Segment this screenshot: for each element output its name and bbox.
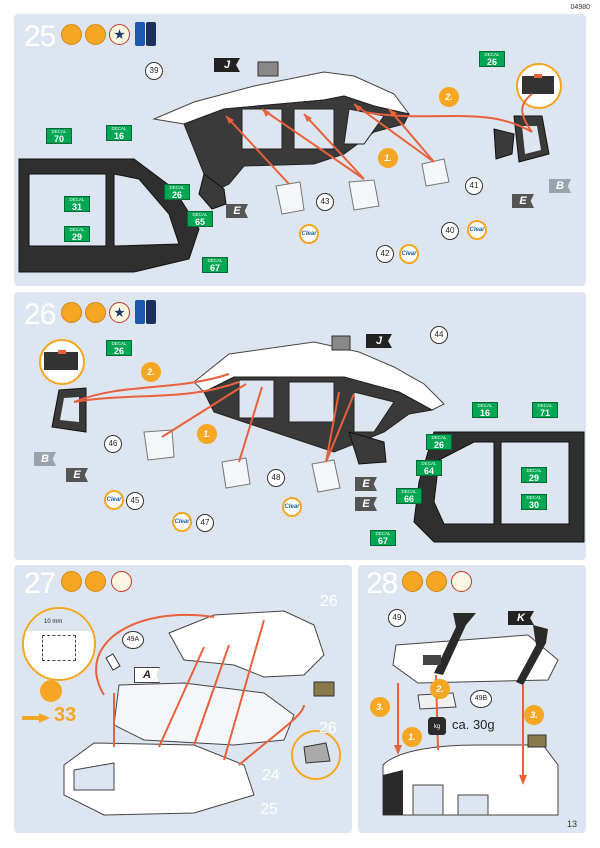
- step-28-drawing: [382, 613, 559, 816]
- callout-47: 47: [196, 514, 214, 532]
- dimension-label: 10 mm: [44, 619, 63, 625]
- paint-bottle-icon: [146, 22, 156, 46]
- paint-bottle-icon: [135, 22, 145, 46]
- callout-49a: 49A: [122, 631, 144, 649]
- callout-46: 46: [104, 435, 122, 453]
- step-25-panel: 25: [14, 14, 586, 286]
- substep-3: 3.: [524, 705, 544, 725]
- glue-tube-icon: [61, 24, 82, 45]
- part-number: 26: [320, 593, 338, 610]
- step-27-panel: 27 10 mm 33 49A A 26 26 24 25: [14, 565, 352, 833]
- glue-tube-icon: [402, 571, 423, 592]
- glue-tube-icon: [61, 571, 82, 592]
- paint-brush-icon: [85, 302, 106, 323]
- step-28-panel: 28 49 49B K 2. 3. 3. 1. kg ca. 30g: [358, 565, 586, 833]
- substep-3: 3.: [370, 697, 390, 717]
- paint-bottle-icon: [146, 300, 156, 324]
- part-flag-e: E: [355, 497, 377, 511]
- clock-icon: [451, 571, 472, 592]
- clear-badge: Clear: [104, 490, 124, 510]
- paint-brush-icon: [426, 571, 447, 592]
- weight-icon: kg: [428, 717, 446, 735]
- substep-1: 1.: [402, 727, 422, 747]
- substep-2: 2.: [439, 87, 459, 107]
- goto-arrow-icon: [22, 713, 50, 723]
- clear-badge: Clear: [282, 497, 302, 517]
- callout-40: 40: [441, 222, 459, 240]
- paint-bottle-icon: [135, 300, 145, 324]
- part-flag-e: E: [66, 468, 88, 482]
- part-number: 25: [260, 801, 278, 818]
- part-flag-e: E: [355, 477, 377, 491]
- callout-49: 49: [388, 609, 406, 627]
- decal-star-icon: [109, 302, 130, 323]
- part-flag-b: B: [34, 452, 56, 466]
- substep-1: 1.: [197, 424, 217, 444]
- callout-43: 43: [316, 193, 334, 211]
- step-26-drawing: [39, 335, 585, 543]
- step-number: 27: [24, 567, 56, 600]
- part-flag-j: J: [214, 58, 240, 72]
- part-flag-e: E: [512, 194, 534, 208]
- paint-brush-icon: [85, 24, 106, 45]
- callout-42: 42: [376, 245, 394, 263]
- part-flag-e: E: [226, 204, 248, 218]
- callout-48: 48: [267, 469, 285, 487]
- goto-step: 33: [54, 704, 77, 726]
- callout-45: 45: [126, 492, 144, 510]
- step-number: 26: [24, 298, 56, 331]
- decal-star-icon: [109, 24, 130, 45]
- part-number: 24: [262, 767, 280, 784]
- step-number: 28: [366, 567, 398, 600]
- part-flag-k: K: [508, 611, 534, 625]
- callout-41: 41: [465, 177, 483, 195]
- part-number: 26: [319, 720, 337, 737]
- callout-39: 39: [145, 62, 163, 80]
- step-27-drawing: [63, 610, 341, 816]
- substep-2: 2.: [430, 679, 450, 699]
- paint-brush-icon: [85, 571, 106, 592]
- callout-49b: 49B: [470, 690, 492, 708]
- weight-label: ca. 30g: [452, 717, 495, 732]
- part-flag-j: J: [366, 334, 392, 348]
- step-number: 25: [24, 20, 56, 53]
- page-number: 13: [567, 819, 578, 829]
- clear-badge: Clear: [172, 512, 192, 532]
- clock-icon: [111, 571, 132, 592]
- clear-badge: Clear: [467, 220, 487, 240]
- substep-1: 1.: [378, 148, 398, 168]
- document-code: 04980: [570, 4, 590, 11]
- rotate-icon: [40, 680, 62, 702]
- weight-icon-label: kg: [433, 724, 441, 730]
- clear-badge: Clear: [399, 244, 419, 264]
- callout-44: 44: [430, 326, 448, 344]
- substep-2: 2.: [141, 362, 161, 382]
- measure-magnifier: 10 mm: [22, 607, 96, 681]
- clear-badge: Clear: [299, 224, 319, 244]
- glue-tube-icon: [61, 302, 82, 323]
- step-25-drawing: [18, 61, 562, 273]
- part-flag-b: B: [549, 179, 571, 193]
